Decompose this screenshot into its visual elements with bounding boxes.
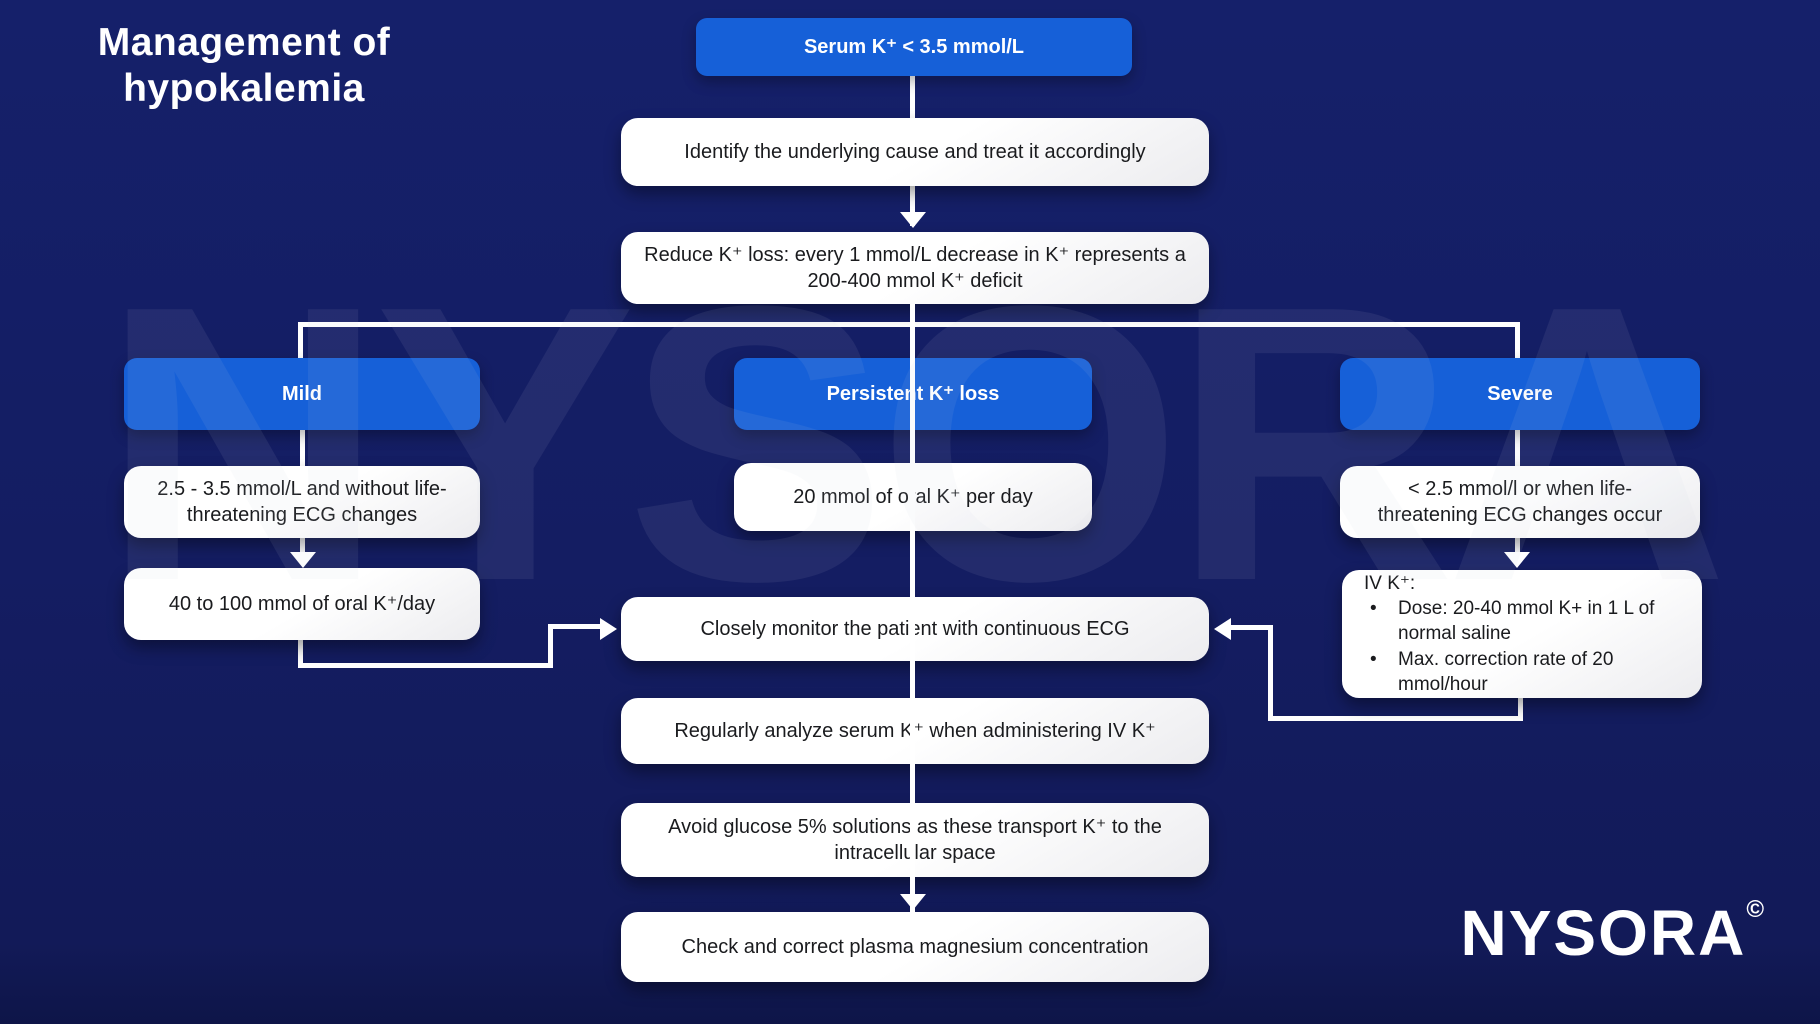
node-severe-criteria: < 2.5 mmol/l or when life-threatening EC… bbox=[1340, 466, 1700, 538]
node-iv-k: IV K⁺: Dose: 20-40 mmol K+ in 1 L of nor… bbox=[1342, 570, 1702, 698]
node-mild-criteria-label: 2.5 - 3.5 mmol/L and without life-threat… bbox=[157, 478, 447, 526]
connector-mild-header-criteria bbox=[300, 426, 305, 468]
node-avoid-glucose-label: Avoid glucose 5% solutions as these tran… bbox=[668, 816, 1162, 864]
copyright-icon: © bbox=[1746, 896, 1764, 923]
node-iv-k-title: IV K⁺: bbox=[1364, 573, 1416, 595]
connector-mild-criteria-treatment bbox=[300, 533, 305, 557]
arrowhead-into-monitor-right bbox=[1214, 618, 1231, 640]
node-branch-severe-header: Severe bbox=[1340, 358, 1700, 430]
connector-identify-reduce bbox=[910, 184, 915, 226]
node-iv-k-bullet-rate-label: Max. correction rate of 20 mmol/hour bbox=[1398, 648, 1614, 695]
connector-mild-elbow-down bbox=[298, 638, 303, 668]
page-title: Management of hypokalemia bbox=[97, 21, 391, 110]
arrowhead-into-check bbox=[900, 894, 926, 910]
connector-mild-elbow-up bbox=[548, 624, 553, 668]
connector-serum-identify bbox=[910, 74, 915, 120]
connector-drop-severe bbox=[1515, 322, 1520, 362]
node-reduce-loss-label: Reduce K⁺ loss: every 1 mmol/L decrease … bbox=[644, 244, 1186, 292]
connector-severe-header-criteria bbox=[1515, 426, 1520, 468]
node-iv-k-bullet-dose: Dose: 20-40 mmol K+ in 1 L of normal sal… bbox=[1364, 596, 1684, 646]
connector-mild-elbow-across bbox=[298, 663, 553, 668]
node-mild-criteria: 2.5 - 3.5 mmol/L and without life-threat… bbox=[124, 466, 480, 538]
arrowhead-into-mild-treatment bbox=[290, 552, 316, 568]
node-reduce-loss: Reduce K⁺ loss: every 1 mmol/L decrease … bbox=[621, 232, 1209, 304]
node-serum-k: Serum K⁺ < 3.5 mmol/L bbox=[696, 18, 1132, 76]
arrowhead-into-monitor-left bbox=[600, 618, 617, 640]
nysora-logo-text: NYSORA bbox=[1460, 897, 1747, 969]
branch-mild-header-label: Mild bbox=[282, 383, 322, 405]
node-check-magnesium: Check and correct plasma magnesium conce… bbox=[621, 912, 1209, 982]
node-identify-cause-label: Identify the underlying cause and treat … bbox=[684, 141, 1146, 163]
node-identify-cause: Identify the underlying cause and treat … bbox=[621, 118, 1209, 186]
arrowhead-into-iv bbox=[1504, 552, 1530, 568]
node-iv-k-bullet-dose-label: Dose: 20-40 mmol K+ in 1 L of normal sal… bbox=[1398, 598, 1655, 645]
node-avoid-glucose: Avoid glucose 5% solutions as these tran… bbox=[621, 803, 1209, 877]
node-branch-mild-header: Mild bbox=[124, 358, 480, 430]
connector-iv-elbow-across bbox=[1268, 716, 1523, 721]
branch-severe-header-label: Severe bbox=[1487, 383, 1553, 405]
node-analyze-serum: Regularly analyze serum K⁺ when administ… bbox=[621, 698, 1209, 764]
node-iv-k-bullet-rate: Max. correction rate of 20 mmol/hour bbox=[1364, 647, 1684, 697]
node-mild-treatment-label: 40 to 100 mmol of oral K⁺/day bbox=[168, 593, 436, 615]
connector-mild-elbow-into bbox=[548, 624, 602, 629]
node-mild-treatment: 40 to 100 mmol of oral K⁺/day bbox=[124, 568, 480, 640]
connector-iv-elbow-into bbox=[1231, 625, 1273, 630]
connector-center-spine bbox=[910, 304, 915, 916]
connector-iv-elbow-up bbox=[1268, 625, 1273, 721]
arrowhead-into-reduce bbox=[900, 212, 926, 228]
node-severe-criteria-label: < 2.5 mmol/l or when life-threatening EC… bbox=[1377, 478, 1663, 526]
connector-iv-elbow-down bbox=[1518, 693, 1523, 721]
connector-branch-horizontal bbox=[298, 322, 1520, 327]
connector-severe-criteria-iv bbox=[1515, 533, 1520, 557]
nysora-logo: NYSORA© bbox=[1461, 896, 1765, 970]
node-monitor-ecg: Closely monitor the patient with continu… bbox=[621, 597, 1209, 661]
node-serum-k-label: Serum K⁺ < 3.5 mmol/L bbox=[803, 36, 1025, 58]
connector-drop-mild bbox=[298, 322, 303, 362]
node-check-magnesium-label: Check and correct plasma magnesium conce… bbox=[681, 936, 1149, 958]
